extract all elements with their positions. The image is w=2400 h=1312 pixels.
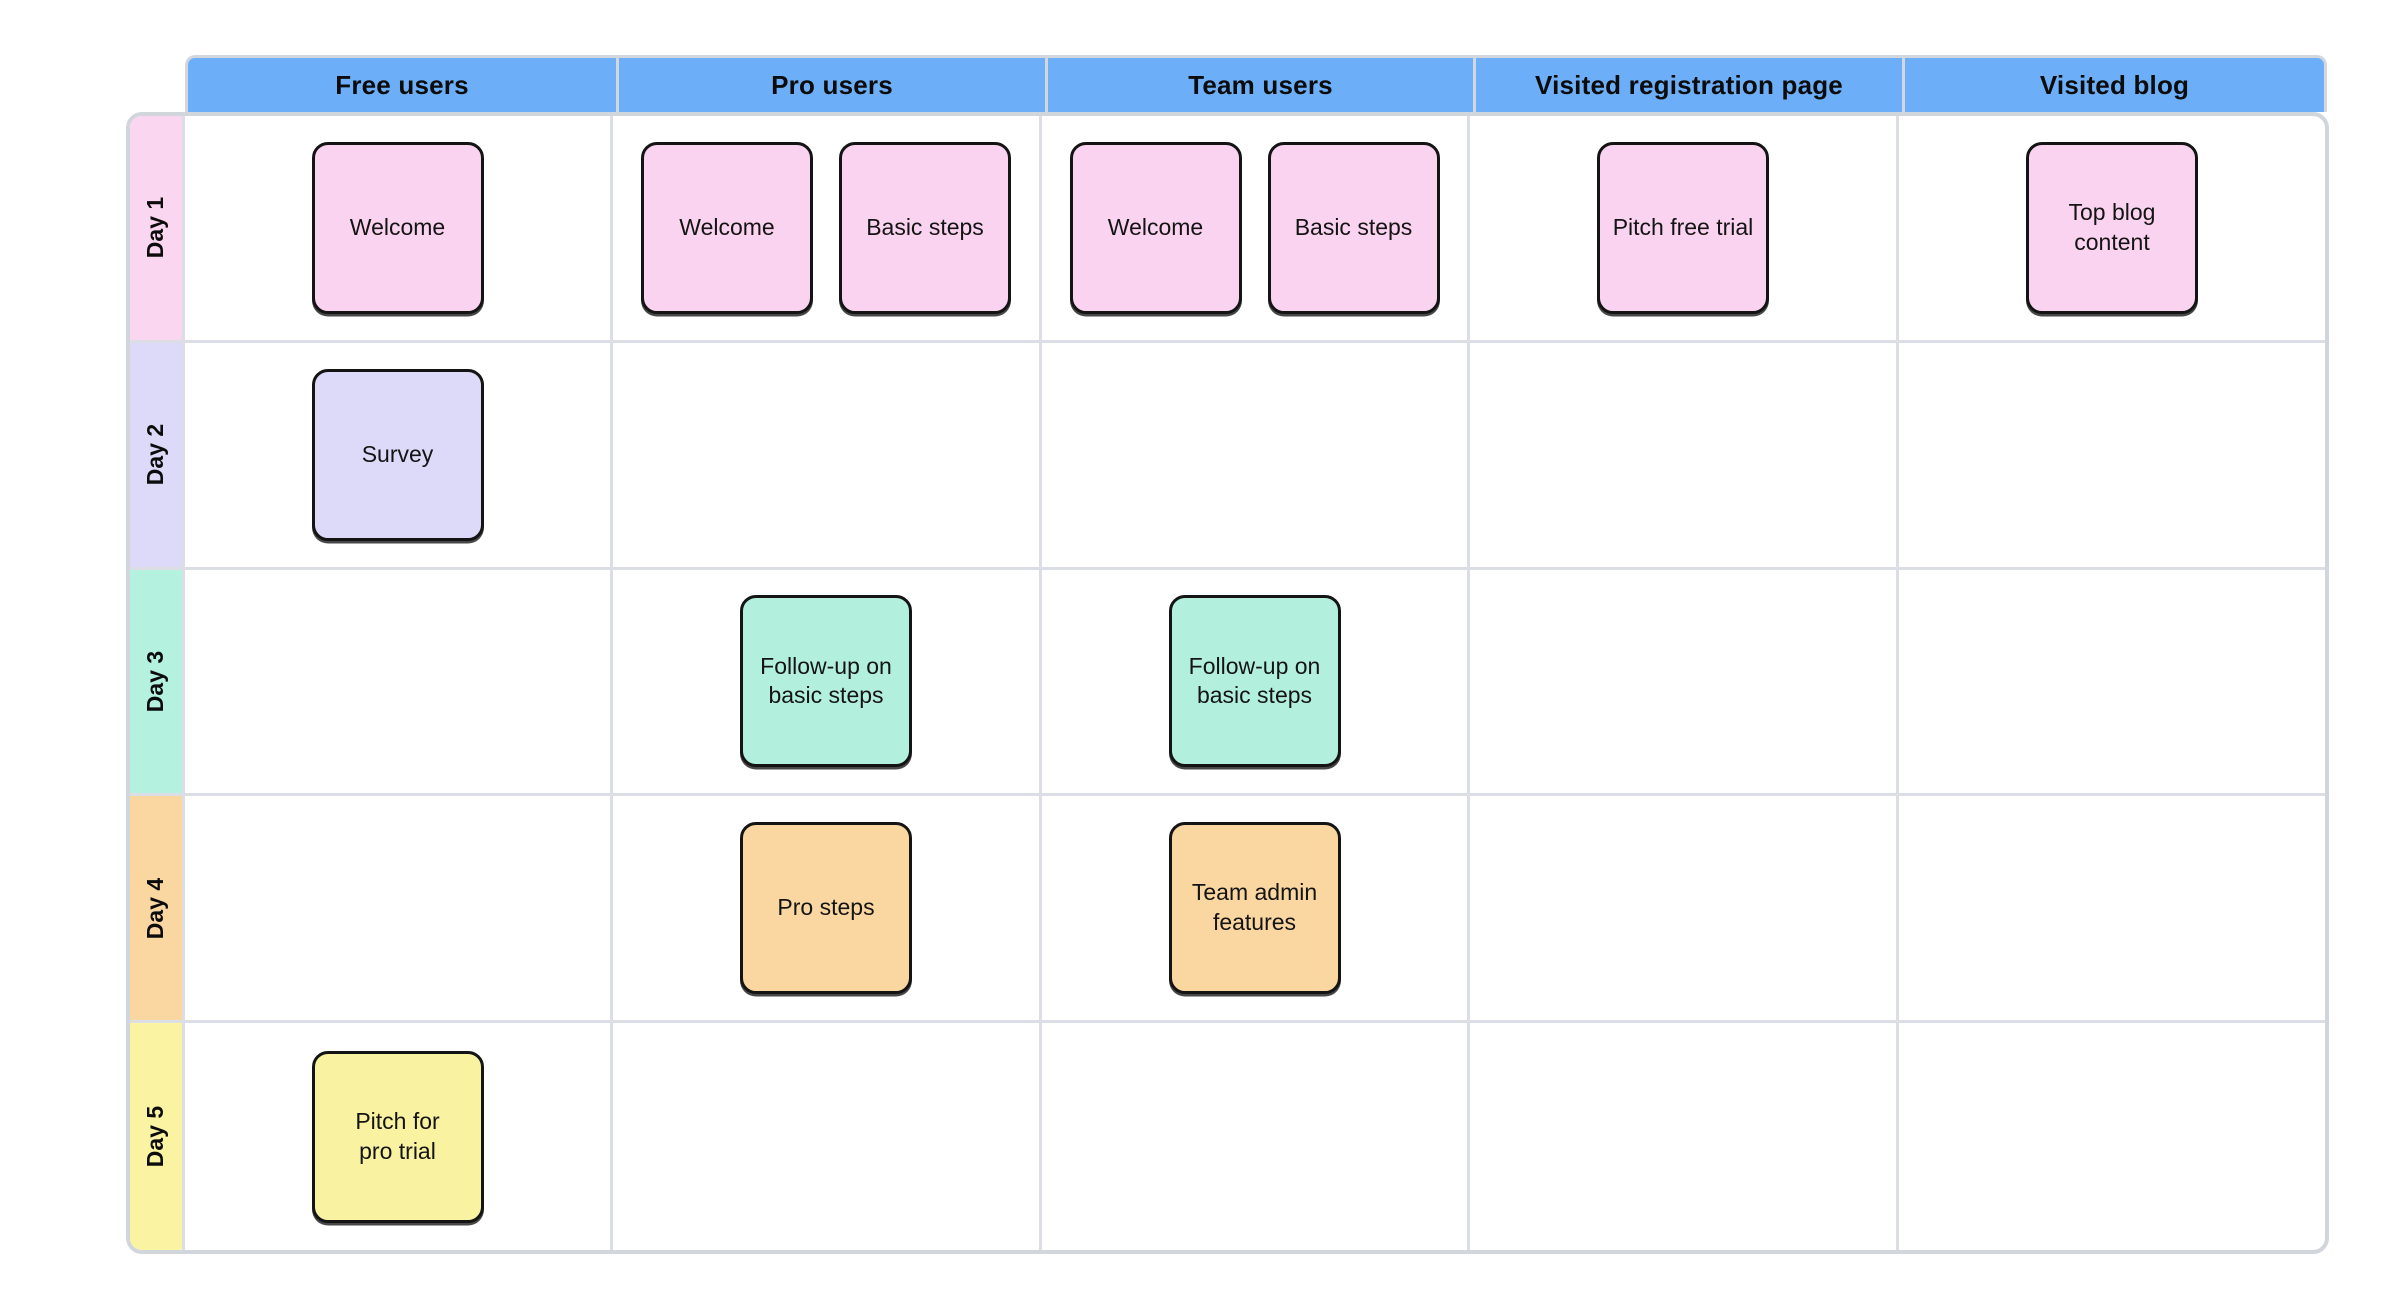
cell-day2-pro-users	[613, 342, 1042, 570]
sticky-note-pitch-free-trial[interactable]: Pitch free trial	[1597, 141, 1769, 314]
cell-day2-visited-blog	[1899, 343, 2325, 570]
sticky-note-team-admin-features[interactable]: Team admin features	[1168, 822, 1341, 995]
cell-day5-pro-users	[613, 1023, 1042, 1250]
cell-day1-free-users: Welcome	[185, 116, 613, 343]
cell-day4-team-users: Team admin features	[1042, 796, 1470, 1024]
cell-day3-visited-blog	[1899, 570, 2325, 797]
cell-day4-pro-users: Pro steps	[613, 796, 1042, 1024]
column-header-team-users[interactable]: Team users	[1045, 58, 1473, 112]
board-grid: Day 1 Welcome Welcome Basic steps Welcom…	[126, 112, 2329, 1254]
cell-day2-team-users	[1042, 342, 1470, 570]
cell-day3-visited-registration	[1470, 569, 1899, 797]
cell-day2-free-users: Survey	[185, 342, 613, 570]
sticky-note-basic-steps-team[interactable]: Basic steps	[1267, 141, 1440, 314]
column-header-visited-registration-page[interactable]: Visited registration page	[1473, 58, 1902, 112]
column-header-visited-blog[interactable]: Visited blog	[1902, 58, 2324, 112]
cell-day5-free-users: Pitch for pro trial	[185, 1023, 613, 1250]
column-header-row: Free users Pro users Team users Visited …	[185, 55, 2327, 112]
sticky-note-follow-up-team[interactable]: Follow-up on basic steps	[1168, 595, 1341, 768]
row-label-day-4[interactable]: Day 4	[130, 796, 185, 1024]
cell-day1-pro-users: Welcome Basic steps	[613, 116, 1042, 343]
sticky-note-welcome-pro[interactable]: Welcome	[641, 141, 813, 314]
sticky-note-pitch-for-pro-trial[interactable]: Pitch for pro trial	[311, 1050, 484, 1223]
cell-day1-visited-blog: Top blog content	[1899, 116, 2325, 343]
row-label-text: Day 1	[142, 197, 169, 259]
row-label-text: Day 5	[142, 1105, 169, 1168]
row-label-text: Day 4	[142, 877, 169, 939]
row-label-text: Day 3	[142, 650, 169, 713]
row-label-day-1[interactable]: Day 1	[130, 116, 185, 343]
cell-day5-team-users	[1042, 1023, 1470, 1250]
cell-day5-visited-registration	[1470, 1023, 1899, 1250]
sticky-note-survey[interactable]: Survey	[311, 368, 484, 541]
row-label-day-2[interactable]: Day 2	[130, 342, 185, 570]
sticky-note-pro-steps[interactable]: Pro steps	[740, 822, 912, 995]
row-label-day-5[interactable]: Day 5	[130, 1023, 185, 1250]
cell-day1-visited-registration: Pitch free trial	[1470, 116, 1899, 343]
cell-day4-free-users	[185, 796, 613, 1024]
sticky-note-follow-up-pro[interactable]: Follow-up on basic steps	[740, 595, 912, 768]
column-header-pro-users[interactable]: Pro users	[616, 58, 1045, 112]
cell-day3-team-users: Follow-up on basic steps	[1042, 569, 1470, 797]
row-label-text: Day 2	[142, 424, 169, 486]
cell-day4-visited-registration	[1470, 796, 1899, 1024]
column-header-free-users[interactable]: Free users	[335, 69, 469, 100]
cell-day3-pro-users: Follow-up on basic steps	[613, 569, 1042, 797]
cell-day5-visited-blog	[1899, 1023, 2325, 1250]
sticky-note-basic-steps-pro[interactable]: Basic steps	[839, 141, 1011, 314]
sticky-note-welcome-free[interactable]: Welcome	[311, 141, 484, 314]
cell-day2-visited-registration	[1470, 342, 1899, 570]
cell-day3-free-users	[185, 569, 613, 797]
cell-day4-visited-blog	[1899, 796, 2325, 1024]
sticky-note-top-blog-content[interactable]: Top blog content	[2026, 141, 2198, 314]
sticky-note-welcome-team[interactable]: Welcome	[1069, 141, 1242, 314]
cell-day1-team-users: Welcome Basic steps	[1042, 116, 1470, 343]
row-label-day-3[interactable]: Day 3	[130, 569, 185, 797]
